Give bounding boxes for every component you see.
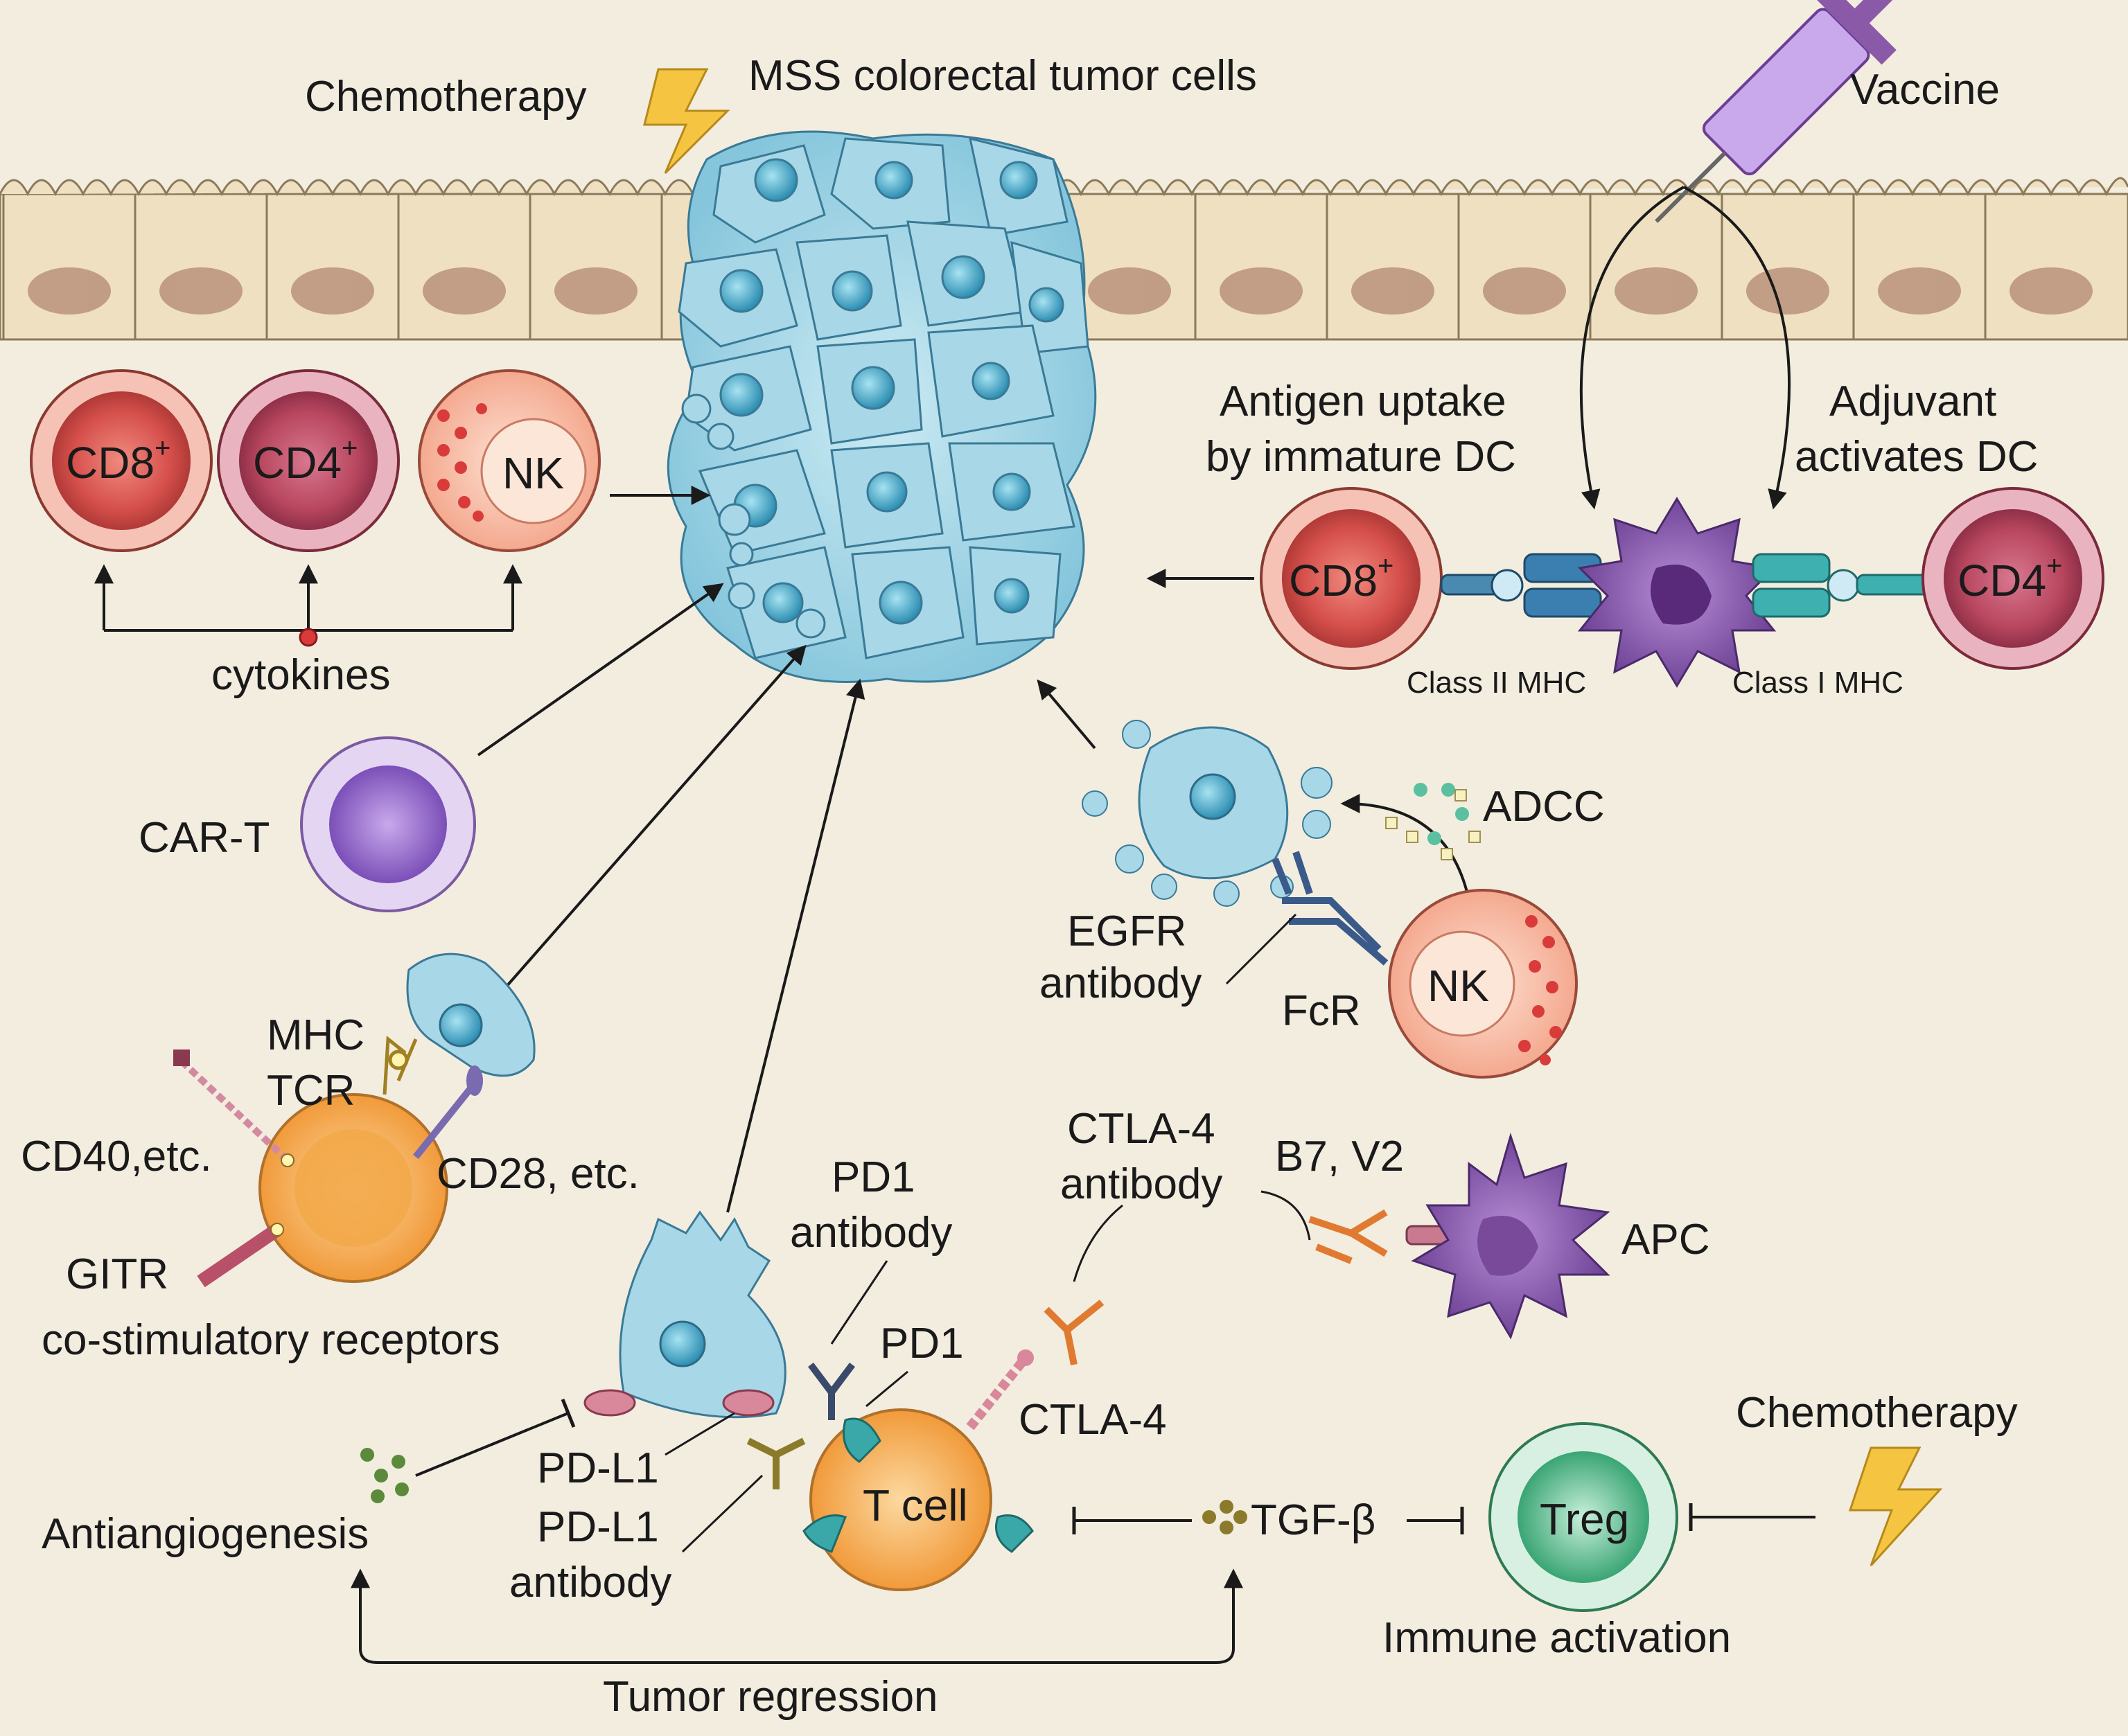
car-t-label: CAR-T bbox=[139, 814, 270, 862]
chemotherapy-right-label: Chemotherapy bbox=[1736, 1389, 2018, 1437]
treg-cell: Treg bbox=[1488, 1422, 1678, 1612]
cd40-receptor bbox=[173, 1049, 294, 1167]
fcr-label: FcR bbox=[1282, 987, 1361, 1035]
egfr-antibody bbox=[1272, 851, 1389, 966]
pd1-antibody bbox=[808, 1363, 855, 1420]
t-cell: T cell bbox=[802, 1408, 1034, 1591]
ctla4-label: CTLA-4 bbox=[1019, 1396, 1167, 1444]
egfr-label-line1: EGFR bbox=[1067, 907, 1186, 955]
pdl1-antibody-pointer bbox=[681, 1474, 764, 1553]
cd28-label: CD28, etc. bbox=[437, 1150, 640, 1198]
antigen-uptake-line2: by immature DC bbox=[1206, 433, 1516, 481]
svg-text:CD4+: CD4+ bbox=[253, 433, 358, 488]
cd8-cell-left: CD8+ bbox=[30, 369, 213, 552]
cd40-label: CD40,etc. bbox=[21, 1133, 212, 1180]
tgfb-dots bbox=[1202, 1500, 1247, 1534]
gitr-label: GITR bbox=[66, 1250, 168, 1298]
tcr-label: TCR bbox=[267, 1067, 355, 1115]
mhc-label: MHC bbox=[267, 1011, 364, 1059]
inhibition-line-angio bbox=[415, 1412, 569, 1477]
inhibition-bar-angio bbox=[561, 1399, 576, 1428]
tumor-title: MSS colorectal tumor cells bbox=[748, 52, 1257, 100]
costim-t-cell bbox=[258, 1093, 448, 1283]
pd1-label: PD1 bbox=[880, 1320, 964, 1367]
chemotherapy-top-label: Chemotherapy bbox=[305, 73, 587, 121]
lightning-icon-right bbox=[1848, 1446, 1943, 1567]
ctla4-antibody-line1: CTLA-4 bbox=[1067, 1105, 1215, 1153]
b7-pointer bbox=[1260, 1190, 1311, 1241]
b7-label: B7, V2 bbox=[1275, 1133, 1404, 1180]
antiangiogenesis-dots bbox=[360, 1448, 409, 1503]
pdl1-label: PD-L1 bbox=[537, 1444, 659, 1492]
tumor-regression-bracket bbox=[351, 1568, 1243, 1664]
arrow-antigen-uptake bbox=[1579, 186, 1685, 510]
svg-text:CD4+: CD4+ bbox=[1958, 551, 2062, 605]
pd1-antibody-line1: PD1 bbox=[832, 1153, 915, 1201]
class2-mhc-label: Class II MHC bbox=[1407, 666, 1586, 700]
tumor-regression-label: Tumor regression bbox=[603, 1673, 938, 1721]
arrow-cart-to-tumor bbox=[477, 583, 724, 756]
adjuvant-line1: Adjuvant bbox=[1829, 378, 1996, 425]
syringe-icon bbox=[1655, 0, 1899, 223]
mhc-class1-complex bbox=[1752, 553, 1935, 618]
egfr-target-tumor-cell bbox=[1082, 720, 1333, 907]
svg-text:NK: NK bbox=[1427, 961, 1489, 1011]
tumor-mass bbox=[667, 130, 1097, 683]
arrow-tcell-to-tumor bbox=[726, 678, 865, 1213]
pdl1-antibody-line2: antibody bbox=[509, 1559, 671, 1606]
arrow-adjuvant bbox=[1683, 186, 1791, 510]
pdl1-pointer bbox=[665, 1412, 735, 1456]
ctla4-antibody bbox=[1044, 1300, 1105, 1365]
svg-text:CD8+: CD8+ bbox=[66, 433, 170, 488]
class1-mhc-label: Class I MHC bbox=[1732, 666, 1903, 700]
apc-cell bbox=[1411, 1132, 1610, 1340]
mhc-class2-complex bbox=[1440, 553, 1602, 618]
immune-activation-label: Immune activation bbox=[1382, 1614, 1731, 1662]
car-t-cell bbox=[300, 736, 476, 912]
egfr-pointer bbox=[1225, 913, 1297, 985]
cytokine-dot bbox=[299, 628, 318, 647]
svg-text:NK: NK bbox=[502, 448, 564, 498]
nk-cell-top: NK bbox=[418, 369, 601, 552]
cd28-receptor bbox=[413, 1065, 483, 1160]
antigen-uptake-line1: Antigen uptake bbox=[1220, 378, 1506, 425]
apc-label: APC bbox=[1621, 1216, 1709, 1264]
adjuvant-line2: activates DC bbox=[1795, 433, 2038, 481]
antiangiogenesis-label: Antiangiogenesis bbox=[42, 1510, 369, 1558]
pdl1-antibody-line1: PD-L1 bbox=[537, 1503, 659, 1551]
pd1-antibody-pointer bbox=[830, 1260, 888, 1345]
mhc-tcr-receptor bbox=[382, 1036, 418, 1095]
ctla4-receptor bbox=[966, 1349, 1034, 1431]
adcc-granules bbox=[1385, 783, 1481, 860]
pdl1-antibody bbox=[746, 1437, 806, 1489]
cd4-cell-left: CD4+ bbox=[217, 369, 400, 552]
cd8-cell-right: CD8+ bbox=[1260, 487, 1443, 670]
adcc-label: ADCC bbox=[1483, 783, 1605, 831]
pdl1-tumor-cell bbox=[583, 1210, 786, 1419]
arrow-adcc bbox=[1340, 794, 1470, 901]
nk-cell-bottom: NK bbox=[1388, 889, 1578, 1079]
pd1-pointer bbox=[865, 1370, 908, 1408]
svg-text:T cell: T cell bbox=[863, 1480, 968, 1530]
tgfb-label: TGF-β bbox=[1251, 1496, 1375, 1544]
cytokines-label: cytokines bbox=[211, 651, 390, 699]
ctla4-antibody-pointer bbox=[1073, 1204, 1123, 1282]
ctla4-antibody-line2: antibody bbox=[1060, 1160, 1222, 1208]
antigen-presenting-tumor-cell bbox=[406, 953, 536, 1077]
arrow-costim-to-tumor bbox=[504, 644, 807, 989]
gitr-receptor bbox=[197, 1223, 284, 1288]
dendritic-cell bbox=[1577, 497, 1777, 688]
vaccine-label: Vaccine bbox=[1850, 66, 2000, 114]
b7-antibody bbox=[1308, 1209, 1388, 1264]
cd4-cell-right: CD4+ bbox=[1922, 487, 2104, 670]
pd1-antibody-line2: antibody bbox=[790, 1209, 952, 1257]
svg-text:CD8+: CD8+ bbox=[1289, 551, 1393, 605]
lightning-icon-top bbox=[643, 68, 730, 175]
svg-text:Treg: Treg bbox=[1540, 1494, 1629, 1544]
costim-receptors-label: co-stimulatory receptors bbox=[42, 1316, 500, 1364]
arrow-adcc-to-tumor bbox=[1037, 679, 1096, 750]
egfr-label-line2: antibody bbox=[1039, 959, 1202, 1007]
